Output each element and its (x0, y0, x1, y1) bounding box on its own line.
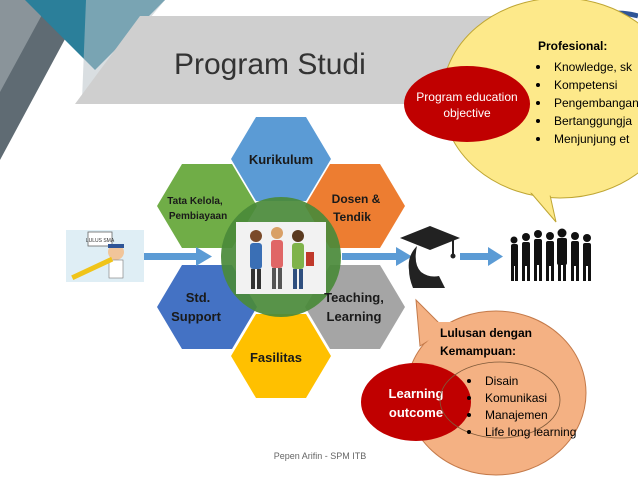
graduate-head-icon (400, 226, 460, 288)
lo-oval-line2: outcome (389, 405, 443, 420)
page-title: Program Studi (174, 48, 366, 81)
corner-triangle-gray (0, 0, 50, 92)
peo-item: Kompetensi (554, 78, 617, 92)
peo-list: Knowledge, sk Kompetensi Pengembangan Be… (536, 60, 638, 146)
peo-bubble (441, 0, 638, 223)
peo-item: Menjunjung et (554, 132, 630, 146)
peo-oval-line1: Program education (416, 90, 517, 104)
lo-heading-line1: Lulusan dengan (440, 326, 532, 340)
peo-heading: Profesional: (538, 39, 607, 53)
lo-outline-ring (439, 361, 561, 439)
peo-item: Bertanggungja (554, 114, 632, 128)
student-sign-text: LULUS SMA (86, 238, 115, 244)
lo-heading-line2: Kemampuan: (440, 344, 516, 358)
crowd-silhouette-icon (510, 228, 591, 281)
lo-list: Disain Komunikasi Manajemen Life long le… (467, 374, 576, 439)
hex-label-dosen-2: Tendik (333, 210, 371, 224)
peo-oval (404, 66, 530, 142)
lo-bubble (405, 298, 587, 476)
lo-item: Life long learning (485, 425, 576, 439)
hex-label-kurikulum: Kurikulum (249, 152, 313, 167)
hex-label-teaching-1: Teaching, (324, 290, 384, 305)
hex-label-dosen-1: Dosen & (332, 192, 381, 206)
arrow-right (460, 247, 503, 266)
hex-label-tata-2: Pembiayaan (169, 211, 227, 222)
lo-item: Disain (485, 374, 518, 388)
arrow-left (144, 247, 212, 266)
student-illustration-icon: LULUS SMA (66, 230, 144, 282)
hex-label-fasilitas: Fasilitas (250, 350, 302, 365)
lo-oval-line1: Learning (389, 386, 444, 401)
peo-item: Pengembangan (554, 96, 638, 110)
hex-kurikulum (231, 117, 331, 201)
hex-label-support-1: Std. (186, 290, 211, 305)
peo-oval-line2: objective (443, 106, 491, 120)
arrow-center (342, 247, 412, 266)
footer-text: Pepen Arifin - SPM ITB (274, 451, 367, 461)
hex-label-tata-1: Tata Kelola, (167, 196, 223, 207)
lo-item: Manajemen (485, 408, 548, 422)
lo-oval (361, 363, 471, 441)
students-group-icon (236, 222, 326, 294)
hex-label-support-2: Support (171, 309, 221, 324)
hex-label-teaching-2: Learning (327, 309, 382, 324)
hex-fasilitas (231, 314, 331, 398)
lo-item: Komunikasi (485, 391, 547, 405)
peo-item: Knowledge, sk (554, 60, 633, 74)
